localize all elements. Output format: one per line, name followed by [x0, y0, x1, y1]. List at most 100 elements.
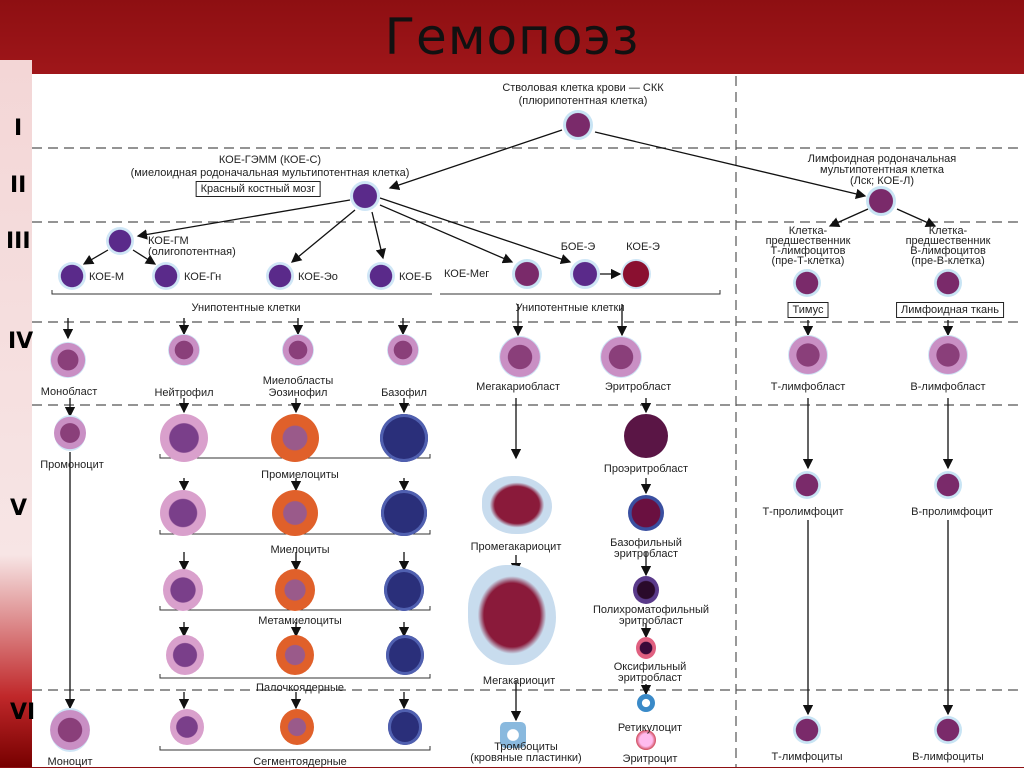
- t-lymphoblast-cell: [788, 335, 828, 375]
- eosinophil-segmented: [280, 709, 314, 745]
- label-erythrocyte: Эритроцит: [622, 753, 678, 765]
- reticulocyte-cell: [637, 694, 655, 712]
- promonocyte-cell: [54, 415, 86, 451]
- label-koe-gm: КОЕ-ГМ: [148, 235, 189, 247]
- monoblast-cell: [50, 342, 86, 378]
- bfu-e-cell: [570, 259, 600, 289]
- label-sck-sub: (плюрипотентная клетка): [518, 95, 648, 107]
- label-koe-gn: КОЕ-Гн: [184, 271, 222, 283]
- polychromatophilic-erythroblast-cell: [633, 576, 659, 604]
- label-promyelocytes: Промиелоциты: [261, 469, 339, 481]
- erythrocyte-cell: [636, 730, 656, 750]
- label-koe-meg: КОЕ-Мег: [444, 268, 490, 280]
- label-koe-e: КОЕ-Э: [626, 241, 660, 253]
- megakaryoblast-cell: [499, 336, 541, 378]
- label-basophil: Базофил: [381, 387, 427, 399]
- basophil-myelocyte: [381, 490, 427, 536]
- platelets-icon: [500, 722, 526, 748]
- eosinophil-myeloblast-cell: [282, 334, 314, 366]
- level-III: III: [6, 229, 31, 254]
- stem-cell: [563, 110, 593, 140]
- label-platelets: Тромбоциты: [494, 741, 558, 753]
- erythroblast-cell: [600, 336, 642, 378]
- neutrophil-band: [166, 635, 204, 675]
- basophil-metamyelocyte: [384, 569, 424, 611]
- label-pre-b-2: В-лимфоцитов: [910, 245, 986, 257]
- cfu-e-cell: [621, 259, 651, 289]
- label-koe-eo: КОЕ-Эо: [298, 271, 338, 283]
- neutrophil-metamyelocyte: [163, 569, 203, 611]
- label-koe-b: КОЕ-Б: [399, 271, 433, 283]
- label-koe-gemm: КОЕ-ГЭММ (КОЕ-С): [218, 154, 322, 166]
- label-b-prolymphocyte: В-пролимфоцит: [911, 506, 993, 518]
- label-lymph-3: (Лск; КОЕ-Л): [849, 175, 915, 187]
- label-polychromatophilic-1: Полихроматофильный: [592, 604, 710, 616]
- label-band: Палочкоядерные: [256, 682, 344, 694]
- arrows: [62, 129, 954, 722]
- label-unipotent-right: Унипотентные клетки: [515, 302, 625, 314]
- label-polychromatophilic-2: эритробласт: [618, 615, 684, 627]
- cfu-b-cell: [367, 262, 395, 290]
- eosinophil-promyelocyte: [271, 414, 319, 462]
- b-lymphocyte-cell: [934, 716, 962, 744]
- basophilic-erythroblast-cell: [628, 495, 664, 531]
- neutrophil-promyelocyte: [160, 414, 208, 462]
- label-platelets-sub: (кровяные пластинки): [470, 752, 582, 764]
- cfu-gm-cell: [106, 227, 134, 255]
- label-reticulocyte: Ретикулоцит: [617, 722, 683, 734]
- cfu-gemm-cell: [350, 181, 380, 211]
- label-koe-gm-sub: (олигопотентная): [148, 246, 236, 258]
- label-t-prolymphocyte: Т-пролимфоцит: [762, 506, 844, 518]
- cfu-m-cell: [58, 262, 86, 290]
- b-lymphoblast-cell: [928, 335, 968, 375]
- label-lymph-2: мультипотентная клетка: [820, 164, 944, 176]
- label-basophilic-1: Базофильный: [610, 537, 682, 549]
- neutrophil-myelocyte: [160, 490, 206, 536]
- label-koe-m: КОЕ-М: [89, 271, 125, 283]
- megakaryocyte-cell: [468, 565, 556, 665]
- level-IV: IV: [8, 329, 34, 354]
- label-promonocyte: Промоноцит: [40, 459, 104, 471]
- label-promegakaryocyte: Промегакариоцит: [470, 541, 562, 553]
- label-basophilic-2: эритробласт: [613, 548, 679, 560]
- b-prolymphocyte-cell: [934, 471, 962, 499]
- label-pre-t-0: Клетка-: [788, 225, 828, 237]
- label-sck: Стволовая клетка крови — СКК: [502, 82, 664, 94]
- label-pre-t-2: Т-лимфоцитов: [770, 245, 846, 257]
- label-myelocytes: Миелоциты: [270, 544, 330, 556]
- pre-t-cell: [793, 269, 821, 297]
- cfu-eo-cell: [266, 262, 294, 290]
- label-oxyphilic-2: эритробласт: [617, 672, 683, 684]
- label-neutrophil: Нейтрофил: [154, 387, 214, 399]
- bone-marrow-box: Красный костный мозг: [195, 181, 321, 197]
- cfu-meg-cell: [512, 259, 542, 289]
- pre-b-cell: [934, 269, 962, 297]
- eosinophil-band: [276, 635, 314, 675]
- level-dividers: [32, 76, 1024, 767]
- neutrophil-myeloblast-cell: [168, 334, 200, 366]
- label-lymph-1: Лимфоидная родоначальная: [807, 153, 957, 165]
- label-megakaryoblast: Мегакариобласт: [476, 381, 560, 393]
- proerythroblast-cell: [624, 414, 668, 458]
- slide-title: Гемопоэз: [384, 8, 640, 66]
- label-monocyte: Моноцит: [47, 756, 93, 768]
- eosinophil-metamyelocyte: [275, 569, 315, 611]
- thymus-box: Тимус: [787, 302, 829, 318]
- basophil-band: [386, 635, 424, 675]
- label-metamyelocytes: Метамиелоциты: [258, 615, 342, 627]
- label-unipotent-left: Унипотентные клетки: [191, 302, 301, 314]
- label-b-lymphocytes: В-лимфоциты: [912, 751, 984, 763]
- label-pre-b-1: предшественник: [905, 235, 991, 247]
- eosinophil-myelocyte: [272, 490, 318, 536]
- label-oxyphilic-1: Оксифильный: [613, 661, 687, 673]
- basophil-segmented: [388, 709, 422, 745]
- promegakaryocyte-cell: [482, 476, 552, 534]
- label-pre-b-3: (пре-В-клетка): [911, 255, 985, 267]
- label-boe-e: БОЕ-Э: [560, 241, 596, 253]
- cfu-gn-cell: [152, 262, 180, 290]
- label-eosinophil: Эозинофил: [268, 387, 328, 399]
- level-VI: VI: [10, 700, 36, 725]
- level-V: V: [10, 496, 28, 521]
- lymphoid-tissue-box: Лимфоидная ткань: [896, 302, 1004, 318]
- decorative-strip: [0, 60, 32, 767]
